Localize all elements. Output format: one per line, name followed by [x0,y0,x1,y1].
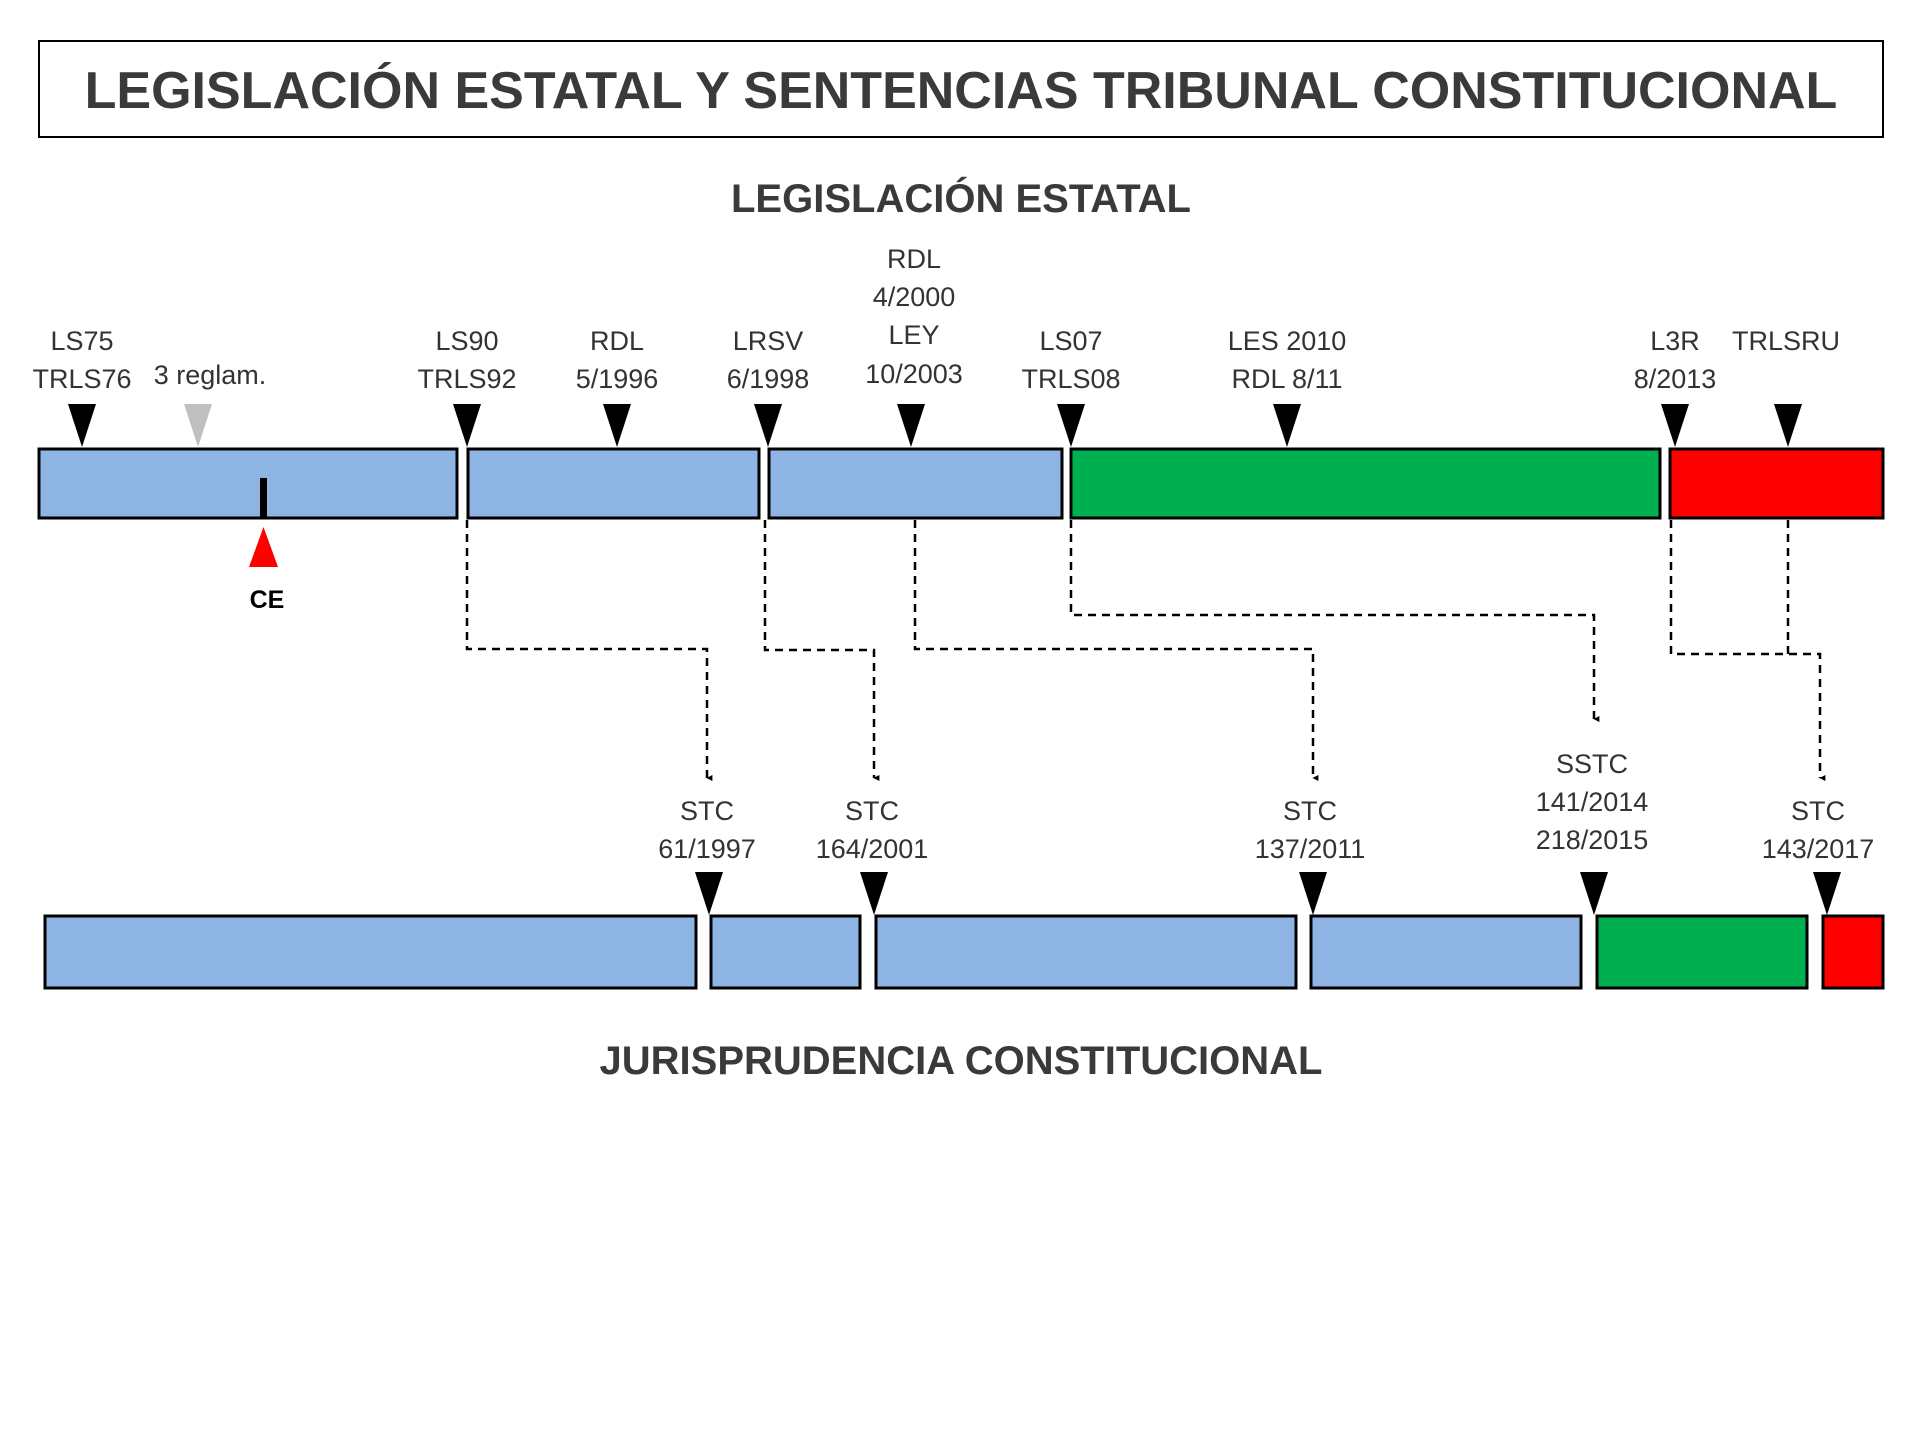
period-segment [43,914,698,990]
ce-tick [260,478,267,518]
marker-triangle-icon [897,404,925,447]
marker-label: 218/2015 [1536,825,1649,855]
marker-label: TRLS08 [1021,364,1120,394]
marker-label: 61/1997 [658,834,756,864]
period-segment [767,447,1064,520]
legislacion-bar [37,447,1885,520]
period-segment [1309,914,1583,990]
marker-label: 3 reglam. [154,360,267,390]
marker-label: L3R [1650,326,1700,356]
marker-label: RDL [590,326,644,356]
marker-label: STC [1283,796,1337,826]
marker-label: STC [845,796,899,826]
marker-triangle-icon [1299,872,1327,915]
period-segment [1668,447,1885,520]
marker-triangle-icon [695,872,723,915]
jurisprudencia-labels: STC 61/1997 STC 164/2001 STC 137/2011 SS… [658,749,1874,864]
marker-label: RDL [887,244,941,274]
connector-arrow [913,520,1319,781]
marker-triangle-icon [1580,872,1608,915]
marker-triangle-icon [1813,872,1841,915]
marker-label: LEY [888,320,939,350]
marker-triangle-icon [754,404,782,447]
legislacion-markers [68,404,1802,447]
ce-triangle-icon [249,527,278,567]
marker-triangle-gray-icon [184,404,212,447]
marker-triangle-icon [1774,404,1802,447]
connector-arrow [465,520,713,781]
marker-label: STC [1791,796,1845,826]
marker-label: 6/1998 [727,364,810,394]
title-box [38,40,1884,138]
period-segment [709,914,862,990]
marker-label: LS90 [435,326,498,356]
connector-arrow [763,520,880,781]
ce-label: CE [250,586,285,614]
marker-label: LS07 [1039,326,1102,356]
period-segment [1069,447,1662,520]
marker-triangle-icon [1273,404,1301,447]
marker-label: TRLS76 [32,364,131,394]
marker-triangle-icon [603,404,631,447]
legislacion-labels: LS75 TRLS76 3 reglam. LS90 TRLS92 RDL 5/… [32,244,1840,394]
page-title: LEGISLACIÓN ESTATAL Y SENTENCIAS TRIBUNA… [85,62,1838,120]
marker-label: TRLSRU [1732,326,1840,356]
marker-label: 4/2000 [873,282,956,312]
marker-triangle-icon [1661,404,1689,447]
marker-triangle-icon [68,404,96,447]
connector-arrow [1069,520,1600,722]
marker-label: 143/2017 [1762,834,1875,864]
jurisprudencia-markers [695,872,1841,915]
marker-label: SSTC [1556,749,1628,779]
marker-label: STC [680,796,734,826]
marker-label: 10/2003 [865,359,963,389]
jurisprudencia-heading: JURISPRUDENCIA CONSTITUCIONAL [600,1039,1323,1083]
marker-label: RDL 8/11 [1231,364,1342,394]
marker-triangle-icon [860,872,888,915]
marker-label: 8/2013 [1634,364,1717,394]
marker-label: 137/2011 [1255,834,1366,864]
marker-label: TRLS92 [417,364,516,394]
marker-label: LS75 [50,326,113,356]
marker-label: 164/2001 [816,834,929,864]
period-segment [1821,914,1885,990]
marker-label: 141/2014 [1536,787,1649,817]
connector-arrow [1669,520,1826,781]
connectors [465,520,1826,781]
marker-label: LRSV [733,326,804,356]
legislacion-heading: LEGISLACIÓN ESTATAL [731,175,1191,221]
period-segment [1595,914,1809,990]
marker-triangle-icon [453,404,481,447]
period-segment [466,447,761,520]
jurisprudencia-bar [43,914,1885,990]
marker-label: LES 2010 [1228,326,1347,356]
marker-triangle-icon [1057,404,1085,447]
period-segment [874,914,1298,990]
period-segment [37,447,459,520]
marker-label: 5/1996 [576,364,659,394]
